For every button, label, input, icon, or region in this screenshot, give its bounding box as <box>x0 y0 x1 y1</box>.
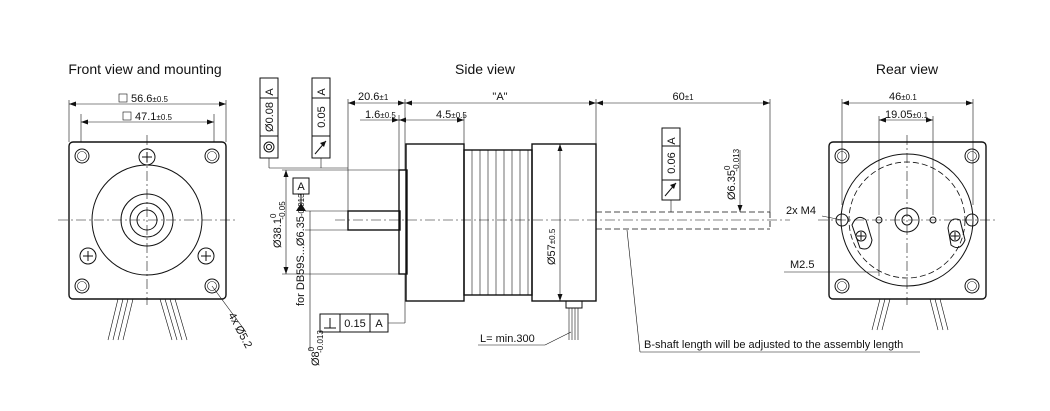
rear-thread-label: 2x M4 <box>786 205 816 217</box>
front-square-inner: 47.1±0.5 <box>135 111 172 123</box>
front-view: 56.6±0.5 47.1±0.5 <box>58 93 254 350</box>
svg-text:0.05: 0.05 <box>316 106 328 127</box>
svg-text:A: A <box>375 318 383 330</box>
m4-hole-icon <box>835 213 849 227</box>
screw-icon <box>79 247 97 265</box>
motor-housing <box>463 149 533 296</box>
front-shaft <box>347 210 401 231</box>
square-symbol-icon <box>118 93 128 103</box>
fcf-perpendicularity: 0.15 A <box>319 313 389 333</box>
screw-icon <box>197 247 215 265</box>
mount-hole-icon <box>834 278 850 294</box>
side-dim-body: "A" <box>492 91 507 103</box>
rear-view-title: Rear view <box>876 61 939 77</box>
rear-thread-small: M2.5 <box>790 259 814 271</box>
rear-view: 46±0.1 19.05±0.1 <box>784 91 998 331</box>
fcf-runout-rear: A 0.06 <box>661 127 681 201</box>
svg-text:0.15: 0.15 <box>344 318 365 330</box>
side-view-title: Side view <box>455 61 516 77</box>
svg-text:Ø0.08: Ø0.08 <box>264 102 276 132</box>
side-dia-shaft: Ø80-0.013 <box>307 330 325 366</box>
side-dim-shoulder: 20.6±1 <box>358 91 389 103</box>
side-dim-flange: 1.6±0.5 <box>365 109 396 121</box>
svg-text:A: A <box>264 88 276 96</box>
mount-hole-icon <box>74 278 90 294</box>
mount-hole-icon <box>204 278 220 294</box>
slot-right <box>947 218 966 249</box>
mount-hole-icon <box>204 148 220 164</box>
m4-hole-icon <box>965 213 979 227</box>
svg-text:A: A <box>666 137 678 145</box>
side-dia-body: Ø57±0.5 <box>546 228 558 265</box>
fcf-coaxiality: A Ø0.08 <box>259 77 279 159</box>
rear-dim-pitch: 19.05±0.1 <box>885 109 929 121</box>
side-dim-bshaft: 60±1 <box>672 91 694 103</box>
front-view-title: Front view and mounting <box>68 61 221 77</box>
screw-icon <box>138 148 156 166</box>
mount-hole-icon <box>834 148 850 164</box>
side-view: 20.6±1 "A" 60±1 1.6±0.5 4.5±0.5 A Ø0.08 <box>259 77 920 366</box>
side-dia-shaft-db59s: for DB59S...Ø6.35-0.013 <box>295 193 307 306</box>
mount-hole-icon <box>964 148 980 164</box>
datum-triangle-icon <box>296 203 306 211</box>
screw-icon <box>949 230 961 242</box>
front-holes-label: 4x Ø5.2 <box>225 311 254 351</box>
front-square-outer: 56.6±0.5 <box>131 93 168 105</box>
side-dia-pilot: Ø38.10-0.05 <box>269 201 287 248</box>
screw-icon <box>855 230 867 242</box>
svg-text:0.06: 0.06 <box>666 152 678 173</box>
svg-text:A: A <box>316 88 328 96</box>
side-dia-bshaft: Ø6.350-0.013 <box>723 148 741 200</box>
fcf-runout-front: A 0.05 <box>311 77 331 159</box>
rear-dim-width: 46±0.1 <box>889 91 917 103</box>
mount-hole-icon <box>964 278 980 294</box>
side-lead-length: L= min.300 <box>480 333 535 345</box>
datum-label: A <box>297 181 305 193</box>
side-bshaft-note: B-shaft length will be adjusted to the a… <box>644 339 903 351</box>
mount-hole-icon <box>74 148 90 164</box>
concentricity-icon <box>263 141 275 153</box>
side-dim-pilot: 4.5±0.5 <box>436 109 467 121</box>
slot-left <box>851 216 873 250</box>
